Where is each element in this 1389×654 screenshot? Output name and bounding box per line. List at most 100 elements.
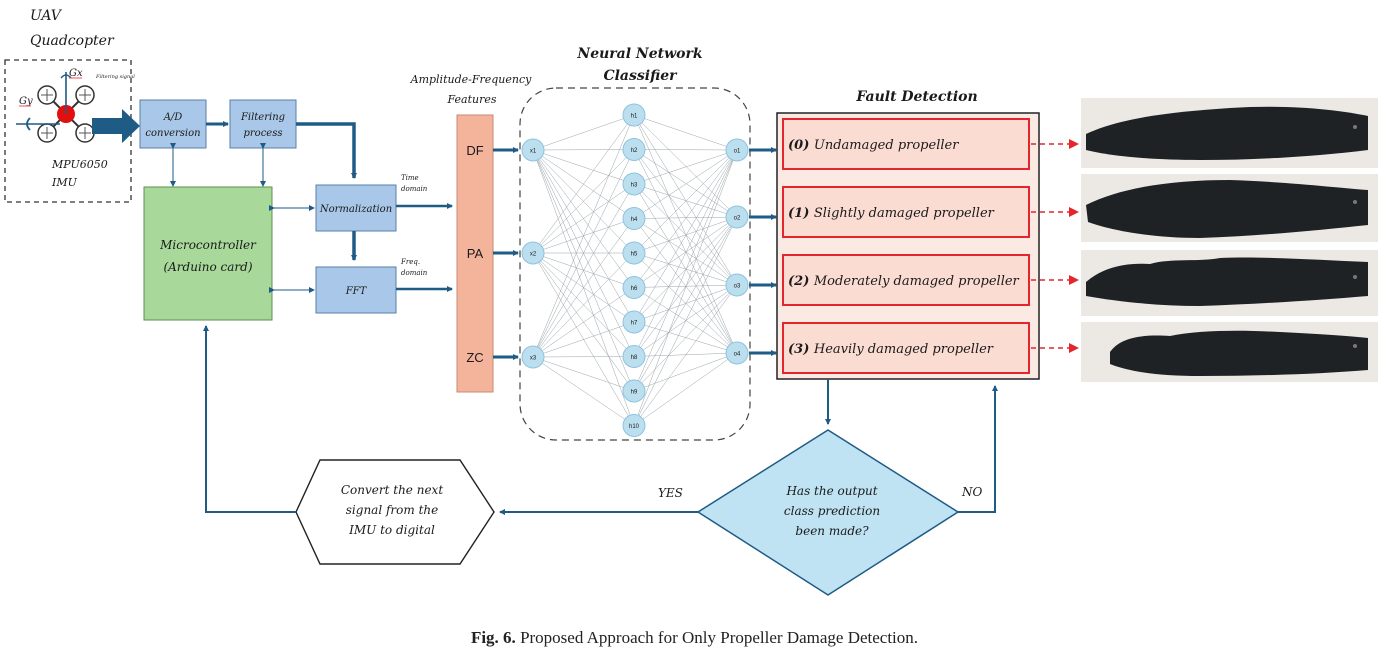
propeller-image-3 [1081,322,1378,382]
normalization-label: Normalization [319,204,392,215]
gx-axis-icon [60,72,72,114]
svg-text:o2: o2 [734,216,741,222]
feature-zc: ZC [466,350,483,365]
gx-label: Gx [69,68,83,79]
svg-text:o3: o3 [734,284,741,290]
nn-input-node: x1 [521,138,545,162]
nn-hidden-node: h1 [622,103,646,127]
decision-diamond [696,429,960,596]
nn-hidden-node: h6 [622,276,646,299]
filtering-label-line2: process [244,128,283,139]
svg-text:h9: h9 [631,390,638,396]
nn-hidden-node: h8 [622,345,646,368]
svg-text:o4: o4 [734,352,741,358]
svg-text:h5: h5 [631,252,638,258]
nn-hidden-node: h3 [622,172,646,196]
fault-class-3: (3) Heavily damaged propeller [782,322,1079,374]
feature-df: DF [466,143,483,158]
nn-hidden-node: h10 [622,414,646,437]
nn-hidden-node: h2 [622,138,646,161]
svg-text:x3: x3 [530,356,537,362]
svg-text:h8: h8 [631,355,638,361]
nn-hidden-node: h4 [622,207,646,230]
fft-block: FFT [315,266,397,314]
yes-label: YES [658,486,683,500]
svg-text:h3: h3 [631,183,638,189]
uav-dashed-box [4,59,132,203]
svg-text:(1) Slightly damaged propeller: (1) Slightly damaged propeller [788,206,995,221]
nn-title-line1: Neural Network [576,46,702,62]
nn-output-node: o1 [725,138,749,162]
freq-domain-label-line1: Freq. [400,258,420,266]
imu-label-line1: MPU6050 [51,158,108,171]
filtering-process-block: Filtering process [229,99,297,149]
fault-class-2: (2) Moderately damaged propeller [782,254,1079,306]
no-path-arrow [958,385,998,513]
fault-classes: (0) Undamaged propeller (1) Slightly dama… [782,118,1079,374]
ad-conversion-block: A/D conversion [139,99,207,149]
microcontroller-label-line1: Microcontroller [159,238,257,252]
nn-nodes: x1 x2 x3 h1 h2 h3 h4 h5 h6 h7 h8 h9 h10 o1 o2 o3 o4 [521,103,749,437]
caption-text: Proposed Approach for Only Propeller Dam… [520,628,919,647]
svg-text:h4: h4 [631,217,638,223]
uav-title-line2: Quadcopter [30,33,115,49]
svg-text:(0) Undamaged propeller: (0) Undamaged propeller [788,138,959,153]
fault-detection-title: Fault Detection [855,89,977,105]
feature-pa: PA [467,246,484,261]
ad-label-line1: A/D [163,112,183,123]
fault-class-0: (0) Undamaged propeller [782,118,1079,170]
time-domain-label-line1: Time [401,174,419,182]
nn-input-node: x3 [521,345,545,369]
nn-input-node: x2 [521,241,545,265]
imu-label-line2: IMU [51,176,78,189]
feature-labels: DF PA ZC [466,143,483,365]
svg-text:x2: x2 [530,252,537,258]
propeller-image-1 [1081,174,1378,242]
svg-text:h10: h10 [629,424,640,430]
features-title-line1: Amplitude-Frequency [410,73,533,86]
propeller-images [1081,98,1378,382]
ad-label-line2: conversion [145,128,200,139]
sensor-to-ad-arrow [92,109,140,143]
nn-arrows [493,147,777,360]
figure-caption: Fig. 6. Proposed Approach for Only Prope… [0,628,1389,648]
svg-text:h6: h6 [631,286,638,292]
nn-hidden-node: h9 [622,379,646,403]
svg-text:h1: h1 [631,114,638,120]
nn-output-node: o3 [725,273,749,297]
convert-to-micro-arrow [203,325,296,513]
features-title-line2: Features [446,93,496,106]
filtering-label-line1: Filtering [240,112,285,123]
svg-text:(2) Moderately damaged propell: (2) Moderately damaged propeller [788,274,1020,289]
svg-text:o1: o1 [734,149,741,155]
filtering-signal-note: Filtering signal [95,74,135,80]
svg-text:h2: h2 [631,148,638,154]
propeller-image-2 [1081,250,1378,316]
gy-label: Gy [19,96,33,107]
svg-text:h7: h7 [631,321,638,327]
nn-hidden-node: h7 [622,310,646,334]
svg-text:(3) Heavily damaged propeller: (3) Heavily damaged propeller [788,342,994,357]
nn-dashed-box [519,87,751,441]
filtering-to-normalization-arrow [296,122,357,179]
normalization-block: Normalization [315,184,397,232]
uav-section: UAV Quadcopter Gx Gy Filtering s [4,8,135,203]
nn-title-line2: Classifier [603,68,678,84]
microcontroller-label-line2: (Arduino card) [163,260,252,274]
propeller-image-0 [1081,98,1378,168]
gy-axis-icon [16,117,60,131]
no-label: NO [961,485,983,499]
fault-class-1: (1) Slightly damaged propeller [782,186,1079,238]
features-bar [456,114,494,393]
time-domain-label-line2: domain [401,185,428,193]
microcontroller-block: Microcontroller (Arduino card) [143,186,273,321]
svg-text:x1: x1 [530,149,537,155]
uav-title-line1: UAV [30,8,63,24]
nn-hidden-node: h5 [622,241,646,265]
fft-label: FFT [345,286,368,297]
caption-label: Fig. 6. [470,628,516,647]
nn-output-node: o2 [725,205,749,229]
nn-connections [532,114,738,426]
